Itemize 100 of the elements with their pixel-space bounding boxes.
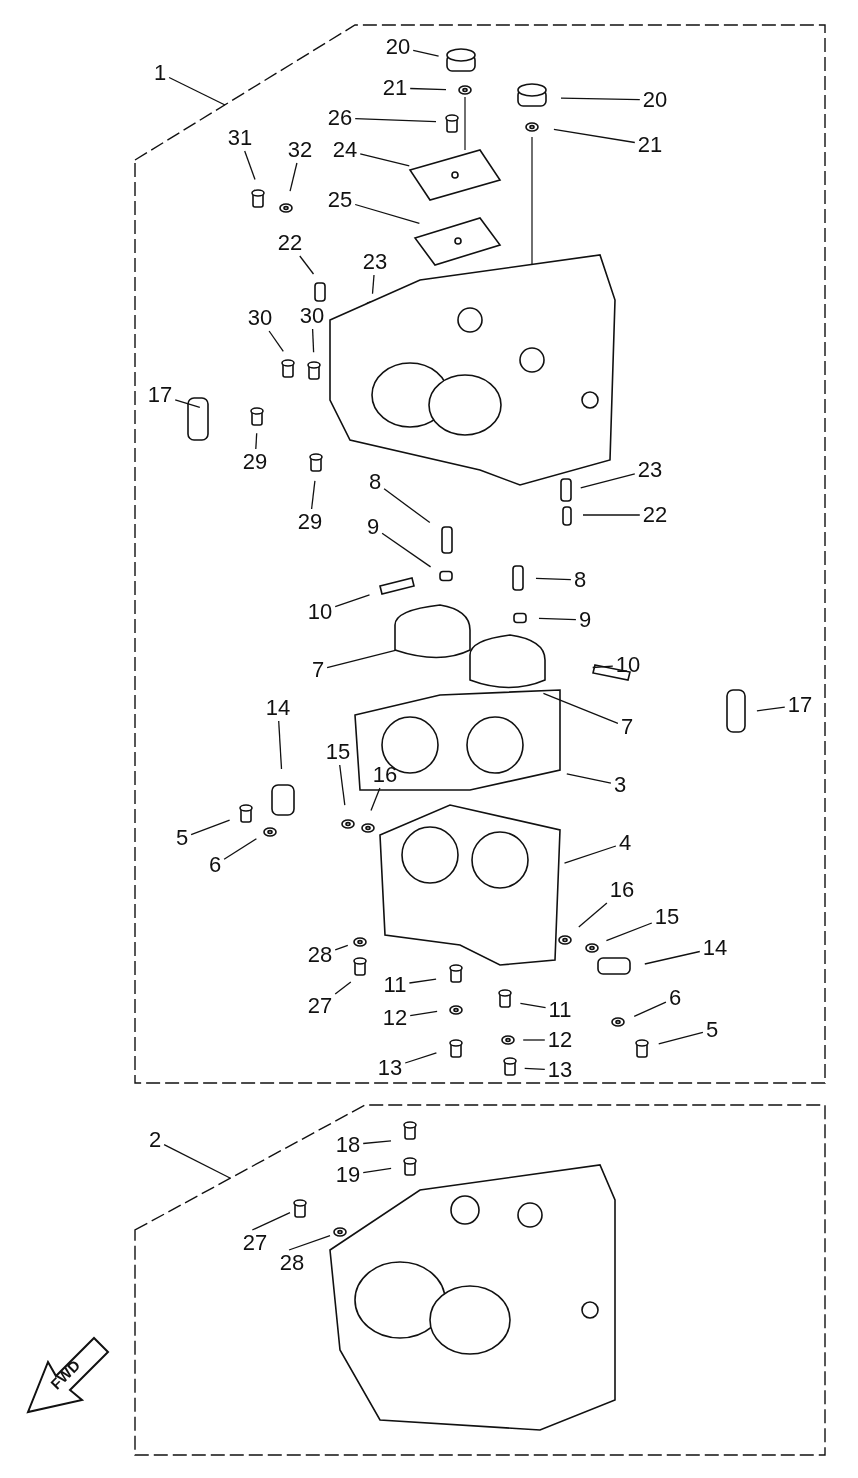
leader-line [174,399,201,409]
callout-number: 1 [153,61,167,85]
leader-line [756,706,786,712]
callout-number: 17 [147,383,173,407]
callout-number: 15 [654,905,680,929]
leader-line [383,488,431,524]
leader-line [538,617,577,621]
callout-number: 29 [242,450,268,474]
callout-number: 30 [247,306,273,330]
callout-number: 15 [325,740,351,764]
leader-line [658,1031,704,1045]
callout-number: 29 [297,510,323,534]
leader-line [563,845,617,864]
callout-number: 21 [382,76,408,100]
callout-number: 13 [547,1058,573,1082]
leader-line [560,97,641,101]
callout-number: 22 [277,231,303,255]
callout-number: 8 [368,470,382,494]
callout-number: 20 [385,35,411,59]
callout-number: 27 [307,994,333,1018]
leader-line [633,1001,667,1017]
callout-number: 30 [299,304,325,328]
callout-number: 23 [637,458,663,482]
leader-line [299,255,315,275]
callout-number: 32 [287,138,313,162]
leader-line [339,764,346,806]
callout-number: 10 [615,653,641,677]
leader-line [553,128,636,144]
dashed-assembly-outline [135,25,825,1083]
callout-number: 12 [382,1006,408,1030]
callout-number: 22 [642,503,668,527]
callout-number: 28 [279,1251,305,1275]
leader-line [311,328,315,353]
leader-line [362,1140,392,1145]
leader-line [278,720,283,770]
callout-number: 7 [620,715,634,739]
callout-number: 24 [332,138,358,162]
callout-number: 21 [637,133,663,157]
leader-line [223,838,258,860]
screw-icon [293,1198,307,1218]
callout-number: 13 [377,1056,403,1080]
leader-line [580,473,636,489]
leader-line [566,773,612,784]
leader-line [370,787,381,812]
callout-number: 16 [609,878,635,902]
leader-line [412,49,440,57]
leader-line [644,950,701,965]
leader-line [268,330,284,352]
washer-icon [333,1227,347,1237]
leader-line [244,150,256,181]
leader-line [334,594,371,608]
leader-line [519,1002,547,1009]
leader-line [289,162,298,192]
callout-number: 3 [613,773,627,797]
leader-line [326,649,397,669]
leader-line [409,1010,438,1017]
leader-line [334,981,352,995]
leader-line [408,978,437,984]
callout-number: 6 [208,853,222,877]
leader-line [404,1052,438,1064]
callout-number: 20 [642,88,668,112]
callout-number: 9 [578,608,592,632]
leader-line [190,819,231,836]
leader-line [542,692,619,724]
callout-number: 11 [383,973,407,997]
callout-number: 6 [668,986,682,1010]
callout-number: 31 [227,126,253,150]
callout-number: 16 [372,763,398,787]
callout-number: 5 [705,1018,719,1042]
leader-line [582,514,641,516]
callout-number: 11 [548,998,572,1022]
leader-line [524,1067,546,1070]
leader-line [334,944,349,951]
callout-number: 17 [787,693,813,717]
leader-line [354,203,421,225]
callout-number: 18 [335,1133,361,1157]
leader-line [163,1143,231,1179]
leader-line [288,1234,331,1251]
leader-line [592,665,614,669]
leader-line [251,1211,291,1231]
callout-number: 25 [327,188,353,212]
leader-line [168,76,226,106]
leader-line [310,480,316,510]
callout-number: 9 [366,515,380,539]
leader-line [362,1167,392,1174]
dashed-assembly-outline [135,1105,825,1455]
callout-number: 7 [311,658,325,682]
leader-line [605,922,653,942]
leader-line [535,577,572,581]
callout-number: 14 [702,936,728,960]
leader-line [578,902,608,928]
leader-line [522,1039,546,1041]
leader-line [359,153,410,167]
callout-number: 10 [307,600,333,624]
leader-line [354,117,437,123]
leader-line [371,274,375,295]
callout-number: 27 [242,1231,268,1255]
leader-line [409,87,447,91]
callout-number: 5 [175,826,189,850]
callout-number: 14 [265,696,291,720]
